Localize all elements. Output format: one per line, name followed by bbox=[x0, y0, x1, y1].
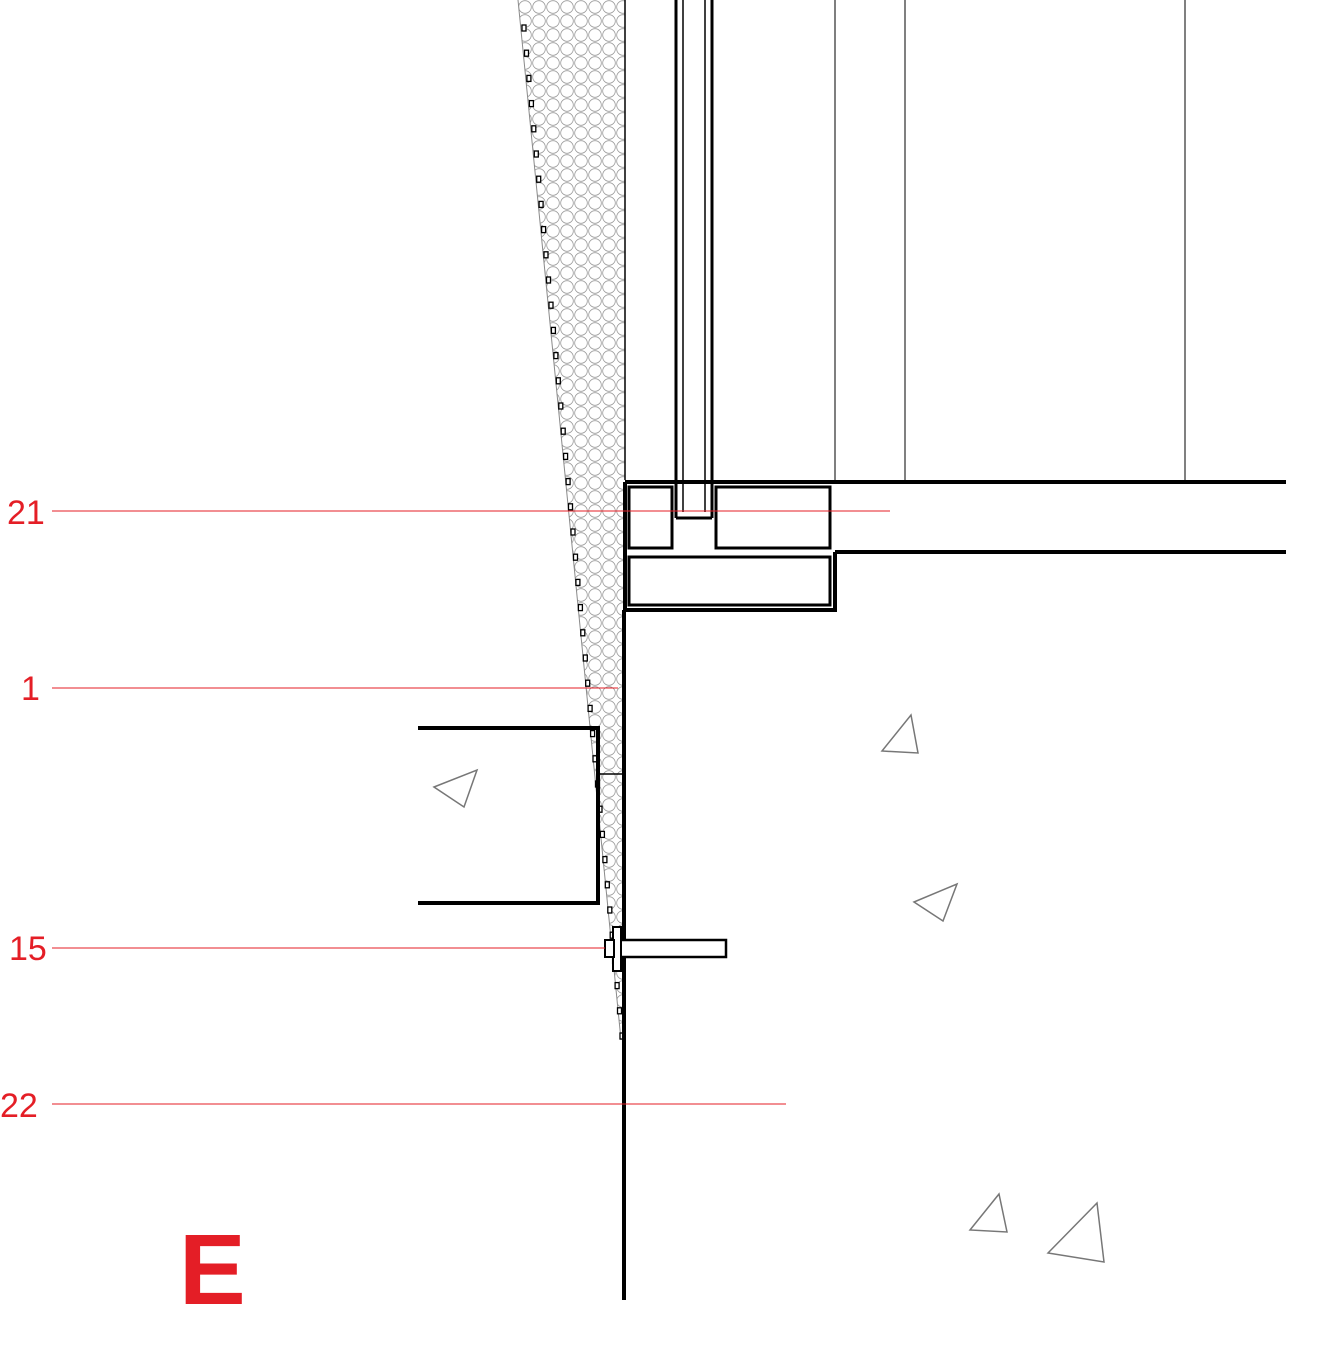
membrane-dot bbox=[604, 881, 610, 889]
callout-15: 15 bbox=[9, 930, 47, 968]
concrete-aggregate bbox=[432, 713, 1105, 1263]
membrane-dot bbox=[580, 629, 586, 637]
insulation-layer bbox=[517, 0, 625, 1041]
detail-letter: E bbox=[179, 1214, 246, 1326]
membrane-dot bbox=[531, 125, 537, 133]
membrane-dot bbox=[616, 1007, 623, 1015]
membrane-dot bbox=[523, 49, 530, 57]
membrane-dot bbox=[602, 855, 608, 864]
membrane-dot bbox=[614, 981, 620, 990]
membrane-dot bbox=[599, 830, 606, 839]
vertical-frame-lines bbox=[674, 0, 1186, 520]
membrane-dot bbox=[545, 276, 552, 284]
membrane-dot bbox=[577, 603, 584, 612]
membrane-dot bbox=[553, 351, 559, 360]
membrane-dot bbox=[562, 452, 569, 461]
membrane-dot bbox=[567, 503, 574, 511]
membrane-dot bbox=[526, 74, 532, 83]
membrane-dot bbox=[555, 377, 561, 385]
aggregate-triangle-icon bbox=[880, 713, 919, 754]
callout-21: 21 bbox=[7, 494, 45, 532]
aggregate-triangle-icon bbox=[968, 1192, 1008, 1233]
membrane-dot bbox=[521, 24, 527, 32]
callout-1: 1 bbox=[21, 670, 40, 708]
membrane-dot bbox=[558, 402, 564, 410]
aggregate-triangle-icon bbox=[1046, 1201, 1105, 1263]
membrane-dot bbox=[533, 150, 539, 158]
frame-block-left bbox=[627, 485, 674, 550]
membrane-dot bbox=[582, 654, 588, 662]
aggregate-triangle-icon bbox=[912, 882, 959, 923]
frame-sill-block bbox=[627, 555, 832, 607]
membrane-dot bbox=[587, 704, 593, 713]
membrane-dot bbox=[570, 528, 576, 536]
membrane-dot bbox=[575, 578, 581, 587]
membrane-dot bbox=[607, 906, 613, 914]
membrane-dot bbox=[536, 175, 542, 183]
slab-section bbox=[623, 480, 1286, 612]
channel-bracket bbox=[418, 726, 622, 905]
frame-block-right bbox=[714, 485, 832, 550]
membrane-dot bbox=[589, 729, 596, 738]
membrane-dot bbox=[572, 553, 579, 561]
membrane-dot bbox=[528, 99, 535, 108]
membrane-dot bbox=[585, 679, 591, 687]
callout-leaders bbox=[52, 510, 890, 1105]
membrane-dot bbox=[548, 301, 554, 309]
aggregate-triangle-icon bbox=[432, 768, 479, 809]
membrane-dot bbox=[538, 200, 544, 209]
membrane-dot bbox=[565, 477, 571, 486]
membrane-dot bbox=[540, 225, 547, 234]
anchor-bolt bbox=[604, 926, 728, 972]
callout-22: 22 bbox=[0, 1087, 38, 1125]
membrane-dot bbox=[543, 251, 549, 259]
membrane-fastener-dots bbox=[521, 24, 625, 1040]
membrane-dot bbox=[550, 326, 557, 335]
membrane-line bbox=[517, 0, 622, 1041]
membrane-dot bbox=[560, 427, 566, 435]
